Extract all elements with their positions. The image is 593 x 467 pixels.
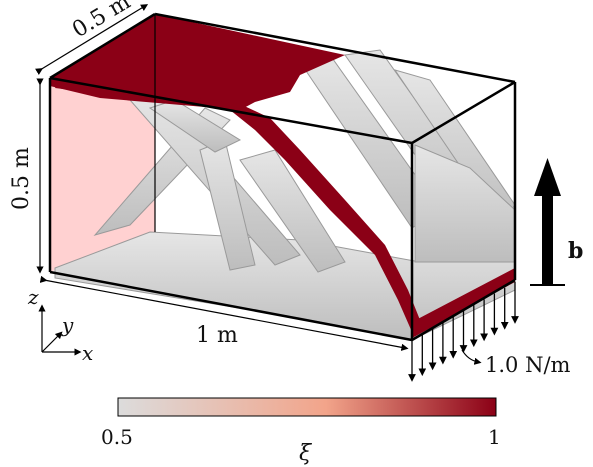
colorbar-min-label: 0.5 xyxy=(101,425,133,449)
axis-x-label: x xyxy=(82,341,93,365)
distributed-load-arrows xyxy=(408,282,519,382)
colorbar xyxy=(117,397,497,417)
colorbar-max-label: 1 xyxy=(488,425,501,449)
load-label: 1.0 N/m xyxy=(485,353,571,377)
dim-top-width-arrow xyxy=(35,4,149,75)
diagonal-red-band xyxy=(55,80,420,332)
colorbar-title: ξ xyxy=(299,441,313,466)
bottom-right-red-strip xyxy=(412,268,515,338)
gray-structure xyxy=(54,49,516,341)
axis-y-label: y xyxy=(61,313,74,337)
dim-bottom-length-label: 1 m xyxy=(196,323,238,348)
strut-mid xyxy=(239,149,346,273)
body-force-arrow xyxy=(530,158,565,286)
dimension-arrows xyxy=(35,4,409,351)
body-force-label: b xyxy=(568,238,583,264)
load-pointer xyxy=(461,349,482,365)
axis-triad xyxy=(38,304,82,356)
dim-bottom-length-arrow xyxy=(39,275,409,351)
axis-z-label: z xyxy=(27,285,39,309)
dim-left-height-label: 0.5 m xyxy=(9,147,34,210)
